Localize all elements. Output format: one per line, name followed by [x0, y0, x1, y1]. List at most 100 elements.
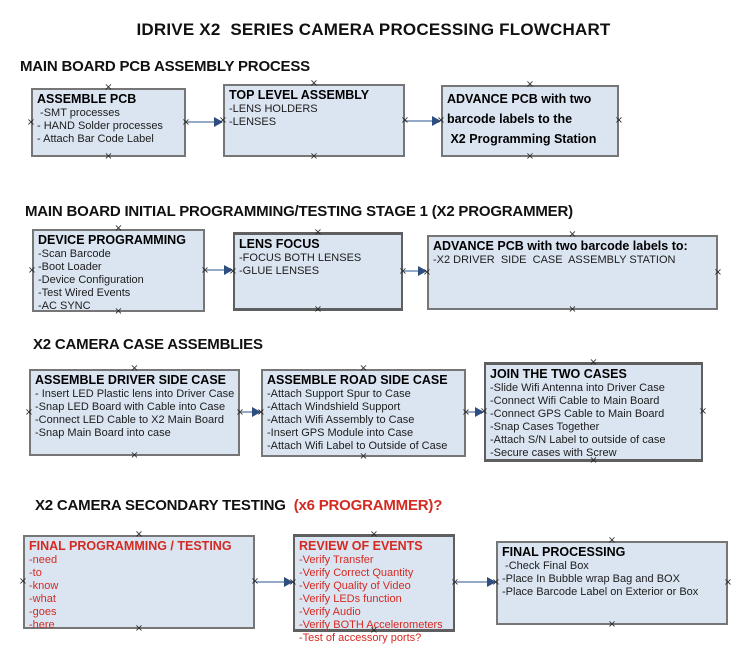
box-line: barcode labels to the	[447, 112, 573, 126]
connection-point-icon[interactable]: ×	[104, 151, 113, 162]
box-title: ASSEMBLE DRIVER SIDE CASE	[35, 373, 227, 387]
box-line: -LENSES	[229, 116, 277, 128]
flow-arrow[interactable]	[186, 117, 223, 127]
connection-point-icon[interactable]: ×	[568, 229, 577, 240]
connection-point-icon[interactable]: ×	[369, 625, 379, 636]
arrow-head-icon	[475, 407, 484, 417]
box-line: -Boot Loader	[38, 261, 102, 273]
connection-point-icon[interactable]: ×	[400, 114, 410, 126]
box-assemble-driver-side-case[interactable]: ASSEMBLE DRIVER SIDE CASE - Insert LED P…	[25, 364, 244, 461]
box-advance-pcb-programming-station[interactable]: ADVANCE PCB with two barcode labels to t…	[437, 80, 623, 162]
connection-point-icon[interactable]: ×	[589, 455, 598, 466]
connection-point-icon[interactable]: ×	[26, 116, 36, 128]
box-line: -Connect LED Cable to X2 Main Board	[35, 414, 224, 426]
connection-point-icon[interactable]: ×	[369, 529, 379, 540]
flow-arrow[interactable]	[405, 116, 441, 126]
box-line: -Verify Transfer	[299, 554, 374, 566]
connection-point-icon[interactable]: ×	[288, 577, 298, 588]
connection-point-icon[interactable]: ×	[114, 306, 123, 317]
box-line: -Scan Barcode	[38, 248, 111, 260]
connection-point-icon[interactable]: ×	[27, 264, 37, 276]
flow-arrow[interactable]	[456, 577, 496, 587]
connection-point-icon[interactable]: ×	[134, 623, 144, 634]
connection-point-icon[interactable]: ×	[436, 115, 446, 126]
connection-point-icon[interactable]: ×	[359, 363, 368, 374]
connection-point-icon[interactable]: ×	[114, 223, 123, 234]
connection-point-icon[interactable]: ×	[256, 407, 266, 418]
connection-point-icon[interactable]: ×	[130, 450, 139, 461]
connection-point-icon[interactable]: ×	[181, 116, 191, 128]
connection-point-icon[interactable]: ×	[723, 577, 733, 588]
box-title: REVIEW OF EVENTS	[299, 539, 423, 553]
connection-point-icon[interactable]: ×	[130, 363, 139, 374]
box-title: LENS FOCUS	[239, 237, 320, 251]
arrow-head-icon	[224, 265, 233, 275]
connection-point-icon[interactable]: ×	[491, 577, 501, 588]
box-line: -to	[29, 567, 42, 579]
connection-point-icon[interactable]: ×	[607, 535, 617, 546]
box-assemble-road-side-case[interactable]: ASSEMBLE ROAD SIDE CASE -Attach Support …	[257, 364, 470, 462]
connection-point-icon[interactable]: ×	[235, 406, 245, 418]
connection-point-icon[interactable]: ×	[589, 357, 598, 368]
box-line: -Verify BOTH Accelerometers	[299, 619, 443, 631]
arrow-head-icon	[284, 577, 293, 587]
connection-point-icon[interactable]: ×	[309, 78, 319, 89]
connection-point-icon[interactable]: ×	[250, 576, 260, 587]
connection-point-icon[interactable]: ×	[18, 576, 28, 587]
box-final-programming-testing[interactable]: FINAL PROGRAMMING / TESTING -need -to -k…	[19, 530, 259, 634]
box-line: -Attach Windshield Support	[267, 401, 401, 413]
box-review-of-events[interactable]: REVIEW OF EVENTS -Verify Transfer -Verif…	[289, 530, 459, 645]
connection-point-icon[interactable]: ×	[313, 227, 323, 238]
arrow-line-icon	[456, 581, 490, 583]
connection-point-icon[interactable]: ×	[713, 266, 723, 278]
box-line: -AC SYNC	[38, 300, 91, 312]
connection-point-icon[interactable]: ×	[134, 529, 144, 540]
box-line: -Connect GPS Cable to Main Board	[490, 408, 665, 420]
box-line: -LENS HOLDERS	[229, 103, 318, 115]
flow-arrow[interactable]	[241, 407, 261, 417]
connection-point-icon[interactable]: ×	[461, 407, 471, 418]
flow-arrow[interactable]	[404, 266, 427, 276]
box-assemble-pcb[interactable]: ASSEMBLE PCB -SMT processes - HAND Solde…	[27, 83, 190, 162]
connection-point-icon[interactable]: ×	[450, 577, 460, 588]
flow-arrow[interactable]	[206, 265, 233, 275]
box-line: -Snap Cases Together	[490, 421, 600, 433]
connection-point-icon[interactable]: ×	[218, 114, 228, 126]
box-line: -Secure cases with Screw	[490, 447, 617, 459]
connection-point-icon[interactable]: ×	[607, 619, 617, 630]
box-top-level-assembly[interactable]: TOP LEVEL ASSEMBLY -LENS HOLDERS -LENSES…	[219, 79, 409, 162]
connection-point-icon[interactable]: ×	[525, 79, 535, 90]
connection-point-icon[interactable]: ×	[422, 266, 432, 278]
connection-point-icon[interactable]: ×	[24, 406, 34, 418]
box-line: -Snap Main Board into case	[35, 427, 171, 439]
box-advance-pcb-driver-side[interactable]: ADVANCE PCB with two barcode labels to: …	[423, 230, 722, 315]
arrow-line-icon	[467, 411, 478, 413]
box-line: -Snap LED Board with Cable into Case	[35, 401, 226, 413]
box-final-processing[interactable]: FINAL PROCESSING -Check Final Box -Place…	[492, 536, 732, 630]
connection-point-icon[interactable]: ×	[479, 406, 489, 417]
flow-arrow[interactable]	[256, 577, 293, 587]
connection-point-icon[interactable]: ×	[568, 304, 577, 315]
box-device-programming[interactable]: DEVICE PROGRAMMING -Scan Barcode -Boot L…	[28, 224, 209, 317]
arrow-head-icon	[214, 117, 223, 127]
connection-point-icon[interactable]: ×	[309, 151, 319, 162]
arrow-line-icon	[405, 120, 435, 122]
box-line: -SMT processes	[37, 107, 120, 119]
connection-point-icon[interactable]: ×	[398, 265, 408, 277]
box-lens-focus[interactable]: LENS FOCUS -FOCUS BOTH LENSES -GLUE LENS…	[229, 228, 407, 315]
section-heading-pcb-assembly: MAIN BOARD PCB ASSEMBLY PROCESS	[20, 58, 310, 75]
connection-point-icon[interactable]: ×	[200, 264, 210, 276]
box-line: -what	[29, 593, 56, 605]
section-heading-secondary-testing: X2 CAMERA SECONDARY TESTING (x6 PROGRAMM…	[35, 497, 442, 514]
connection-point-icon[interactable]: ×	[614, 115, 624, 126]
connection-point-icon[interactable]: ×	[525, 151, 535, 162]
connection-point-icon[interactable]: ×	[104, 82, 113, 93]
connection-point-icon[interactable]: ×	[228, 265, 238, 277]
connection-point-icon[interactable]: ×	[313, 304, 323, 315]
box-line: - Attach Bar Code Label	[37, 133, 154, 145]
box-line: -Attach S/N Label to outside of case	[490, 434, 666, 446]
flow-arrow[interactable]	[467, 407, 484, 417]
connection-point-icon[interactable]: ×	[698, 406, 708, 417]
connection-point-icon[interactable]: ×	[359, 451, 368, 462]
box-join-the-two-cases[interactable]: JOIN THE TWO CASES -Slide Wifi Antenna i…	[480, 358, 707, 466]
